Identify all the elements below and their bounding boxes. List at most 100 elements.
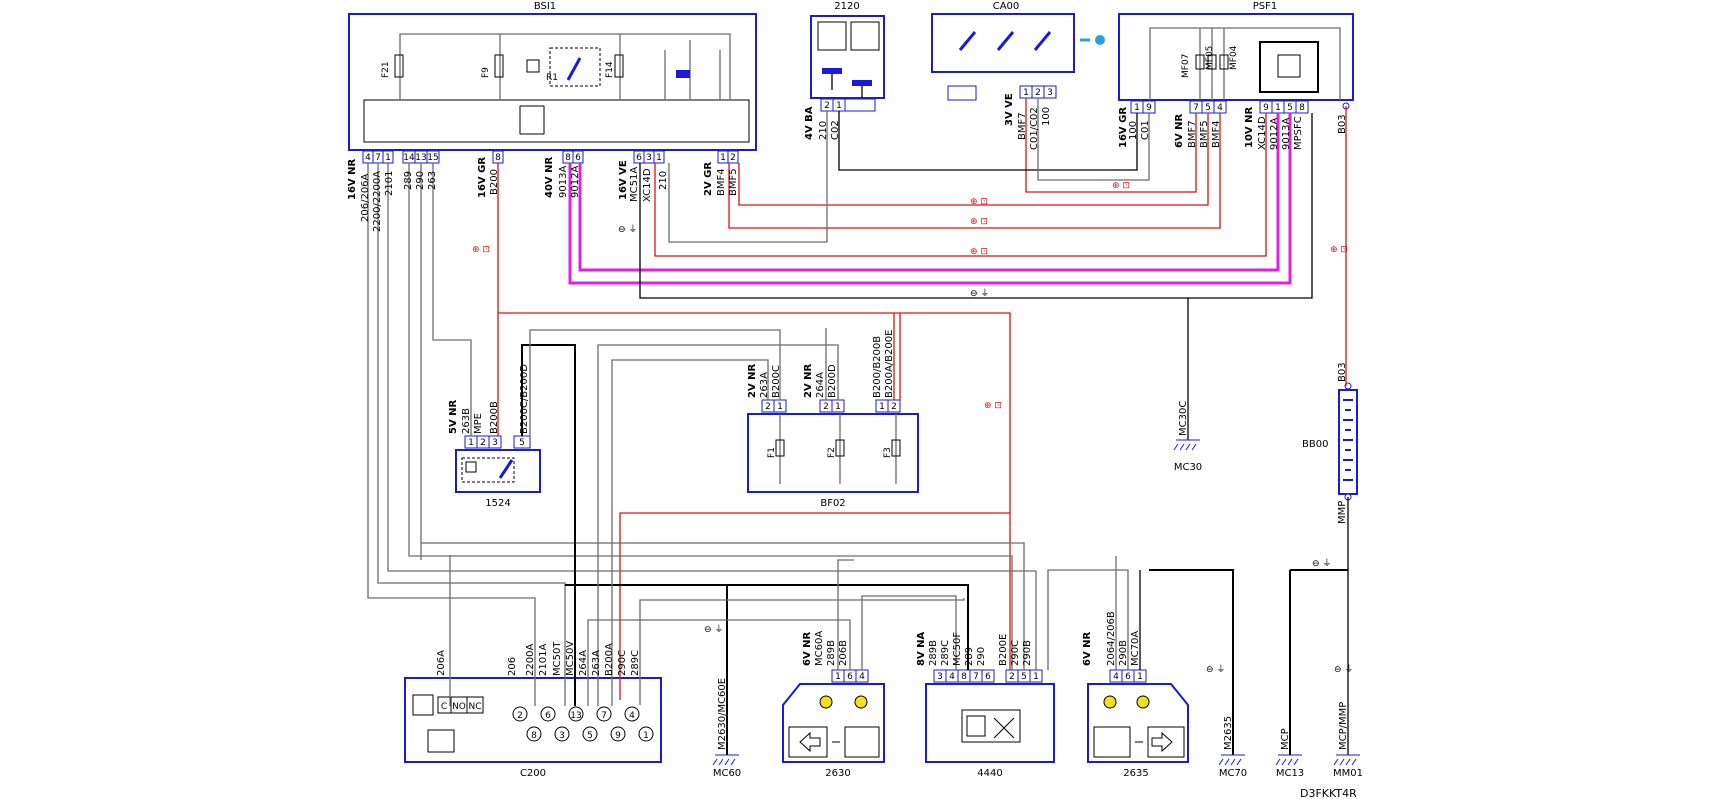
- svg-text:B200/B200B: B200/B200B: [872, 336, 883, 398]
- svg-text:100: 100: [1128, 121, 1139, 140]
- component-2120-label: 2120: [834, 1, 859, 12]
- bsi-ground-icon: [676, 70, 690, 78]
- light-switch-icon: [817, 21, 847, 51]
- svg-text:C: C: [441, 702, 447, 712]
- svg-text:2101A: 2101A: [538, 644, 549, 676]
- svg-text:290B: 290B: [1022, 640, 1033, 666]
- svg-text:6: 6: [985, 672, 991, 682]
- svg-text:8V NA: 8V NA: [916, 631, 927, 666]
- svg-text:B200E: B200E: [998, 634, 1009, 666]
- diagram-code: D3FKKT4R: [1300, 787, 1357, 799]
- svg-text:2200/2200A: 2200/2200A: [372, 171, 383, 232]
- lamp-icon: [854, 695, 868, 709]
- component-2120: 2120 2 1: [810, 1, 885, 112]
- svg-text:5: 5: [1021, 672, 1027, 682]
- svg-text:F1: F1: [767, 447, 777, 458]
- svg-text:9: 9: [615, 731, 621, 741]
- svg-text:264A: 264A: [578, 650, 589, 676]
- svg-text:B03: B03: [1337, 114, 1348, 134]
- svg-text:⊖ ⏚: ⊖ ⏚: [1334, 664, 1353, 675]
- component-2635: 2635 4 6 1: [1087, 669, 1189, 779]
- wiper-switch-icon: [850, 21, 880, 51]
- svg-text:2: 2: [891, 402, 897, 412]
- svg-text:1: 1: [1137, 672, 1143, 682]
- svg-text:290B: 290B: [1118, 640, 1129, 666]
- component-bsi1-label: BSI1: [534, 1, 556, 12]
- svg-text:BMF7: BMF7: [1017, 112, 1028, 140]
- svg-text:3: 3: [559, 731, 565, 741]
- relay-r1-label: R1: [546, 73, 558, 83]
- svg-text:B200: B200: [489, 169, 500, 195]
- svg-text:1: 1: [777, 402, 783, 412]
- svg-text:NO: NO: [452, 702, 466, 712]
- svg-text:263: 263: [427, 171, 438, 190]
- svg-text:206/206A: 206/206A: [360, 173, 371, 222]
- svg-text:2: 2: [480, 438, 486, 448]
- svg-text:9: 9: [1146, 103, 1152, 113]
- trailer-icon: [427, 729, 455, 753]
- svg-text:10V NR: 10V NR: [1244, 106, 1255, 148]
- svg-text:MC50T: MC50T: [552, 641, 563, 676]
- svg-text:⊖ ⏚: ⊖ ⏚: [618, 224, 637, 235]
- svg-text:⊖ ⏚: ⊖ ⏚: [1206, 664, 1225, 675]
- svg-text:6: 6: [636, 153, 642, 163]
- svg-text:9012A: 9012A: [1269, 118, 1280, 150]
- svg-text:B200B: B200B: [489, 401, 500, 434]
- svg-text:263A: 263A: [759, 372, 770, 398]
- lamp-icon: [819, 695, 833, 709]
- svg-text:9013A: 9013A: [558, 166, 569, 198]
- svg-text:290C: 290C: [1010, 640, 1021, 666]
- svg-text:263A: 263A: [591, 650, 602, 676]
- svg-text:⊖ ⏚: ⊖ ⏚: [704, 624, 723, 635]
- component-bf02-label: BF02: [820, 498, 845, 509]
- component-ca00-label: CA00: [993, 1, 1020, 12]
- svg-text:6: 6: [545, 711, 551, 721]
- ground-mc30: MC30: [1173, 439, 1202, 473]
- ground-symbols: MC30 MC60 MC70 MC13 MM01: [712, 439, 1363, 779]
- svg-text:MC30C: MC30C: [1178, 401, 1189, 436]
- svg-text:F2: F2: [827, 447, 837, 458]
- lamp-icon: [1103, 695, 1117, 709]
- svg-text:8: 8: [961, 672, 967, 682]
- svg-text:⊕ ⊡: ⊕ ⊡: [970, 197, 988, 207]
- svg-text:6V NR: 6V NR: [802, 631, 813, 666]
- svg-text:⊕ ⊡: ⊕ ⊡: [1330, 245, 1348, 255]
- c200-pins: 2 6 13 7 4 8 3 5 9 1: [512, 706, 654, 742]
- svg-text:290C: 290C: [617, 650, 628, 676]
- svg-text:4: 4: [365, 153, 371, 163]
- svg-text:MC60: MC60: [713, 768, 741, 779]
- svg-text:289C: 289C: [940, 640, 951, 666]
- svg-text:1: 1: [1033, 672, 1039, 682]
- svg-text:13: 13: [570, 711, 581, 721]
- svg-text:7: 7: [375, 153, 381, 163]
- svg-text:5: 5: [1205, 103, 1211, 113]
- svg-text:9012A: 9012A: [570, 166, 581, 198]
- fuse-f14-icon: [614, 54, 624, 78]
- indicator-arrow-icon: [1151, 731, 1173, 753]
- svg-text:1: 1: [720, 153, 726, 163]
- svg-text:1: 1: [1275, 103, 1281, 113]
- svg-text:MC50V: MC50V: [565, 641, 576, 676]
- svg-text:2: 2: [1035, 88, 1041, 98]
- svg-text:MC60A: MC60A: [814, 631, 825, 666]
- svg-text:F3: F3: [883, 447, 893, 458]
- svg-text:2: 2: [1009, 672, 1015, 682]
- svg-text:7: 7: [601, 711, 607, 721]
- svg-text:MMP: MMP: [1337, 501, 1348, 524]
- svg-text:2V NR: 2V NR: [803, 363, 814, 398]
- no-sound-icon: [993, 717, 1015, 739]
- svg-text:1: 1: [1134, 103, 1140, 113]
- fuse-markers: ⊕ ⊡ ⊕ ⊡ ⊕ ⊡ ⊕ ⊡ ⊕ ⊡ ⊕ ⊡ ⊕ ⊡ ⊖ ⏚ ⊖ ⏚ ⊖ ⏚ …: [472, 181, 1353, 675]
- wire-labels: 16V NR 206/206A 2200/2200A 2101 289 290 …: [347, 93, 1349, 750]
- svg-text:M2630/MC60E: M2630/MC60E: [717, 678, 728, 750]
- svg-text:6: 6: [847, 672, 853, 682]
- svg-text:8: 8: [565, 153, 571, 163]
- svg-text:BMF5: BMF5: [728, 168, 739, 196]
- svg-text:289: 289: [403, 171, 414, 190]
- svg-text:3: 3: [937, 672, 943, 682]
- svg-text:13: 13: [415, 153, 426, 163]
- svg-text:290: 290: [976, 647, 987, 666]
- svg-text:4: 4: [859, 672, 865, 682]
- component-bb00: BB00: [1302, 382, 1358, 501]
- svg-text:5: 5: [587, 731, 593, 741]
